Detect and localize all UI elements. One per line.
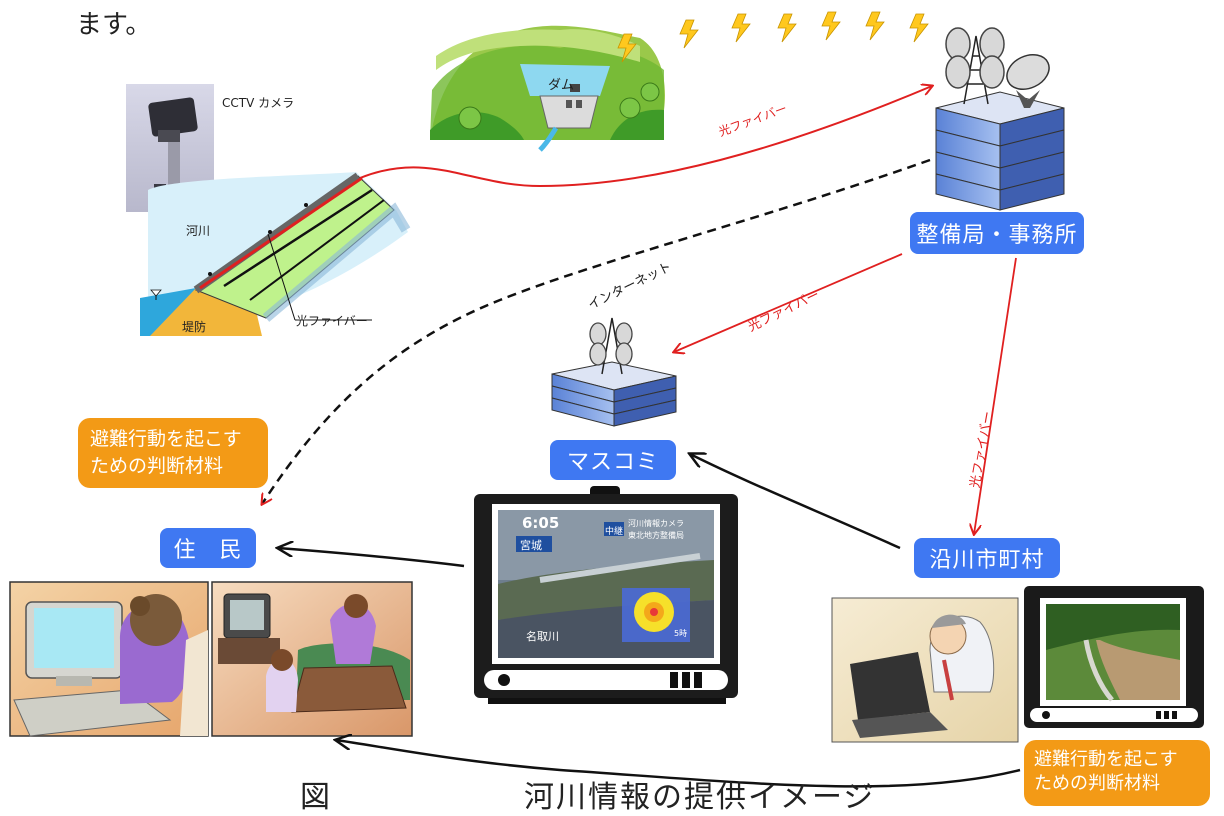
- bureau-server: [935, 27, 1065, 211]
- levee-label: 堤防: [182, 320, 207, 334]
- fiber-river-to-bureau: [359, 86, 932, 188]
- arrow-municipality-to-media: [690, 454, 901, 550]
- municipality-office-scene: [831, 597, 1019, 743]
- arrow-tv-to-residents: [278, 548, 465, 568]
- municipality-node: 沿川市町村: [914, 538, 1060, 578]
- residents-tv-scene: [211, 581, 413, 737]
- evacuation-note-left-line2: ための判断材料: [90, 455, 224, 477]
- internet-link: [262, 158, 931, 504]
- residents-pc-scene: [9, 581, 209, 737]
- evacuation-note-left-line1: 避難行動を起こす: [90, 428, 242, 450]
- lightning-bolts: [617, 11, 929, 63]
- dam-label: ダム: [548, 78, 575, 93]
- tv-camera-title-2: 東北地方整備局: [628, 531, 684, 540]
- evacuation-note-left: 避難行動を起こす ための判断材料: [78, 418, 268, 488]
- cctv-label: CCTV カメラ: [222, 96, 295, 110]
- dam-landscape: [430, 25, 665, 152]
- residents-node: 住 民: [160, 528, 256, 568]
- figure-caption: 図 河川情報の提供イメージ: [300, 780, 876, 815]
- fiber-bureau-to-municipality: [974, 257, 1017, 534]
- tv-badge: 中継: [605, 527, 624, 537]
- evacuation-note-right-line2: ための判断材料: [1034, 773, 1160, 794]
- levee-illustration: [140, 172, 411, 336]
- river-label: 河川: [186, 224, 211, 238]
- municipality-monitor: [1024, 586, 1204, 728]
- evacuation-note-right-line1: 避難行動を起こす: [1034, 749, 1178, 770]
- media-server: [551, 317, 677, 427]
- intro-text: ます。: [76, 10, 152, 40]
- arrow-municipality-to-residents: [336, 740, 1021, 788]
- fiber-bureau-to-media: [674, 253, 903, 352]
- fiber-river-label: 光ファイバー: [296, 314, 368, 328]
- tv-camera-title-1: 河川情報カメラ: [628, 519, 684, 528]
- tv-time: 6:05: [522, 514, 560, 532]
- evacuation-note-right: 避難行動を起こす ための判断材料: [1024, 740, 1210, 806]
- media-node: マスコミ: [550, 440, 676, 480]
- tv-river-name: 名取川: [526, 630, 559, 643]
- bureau-node: 整備局・事務所: [910, 212, 1084, 254]
- central-tv: [474, 486, 738, 704]
- tv-corner: 5時: [674, 629, 688, 638]
- tv-region: 宮城: [520, 539, 542, 552]
